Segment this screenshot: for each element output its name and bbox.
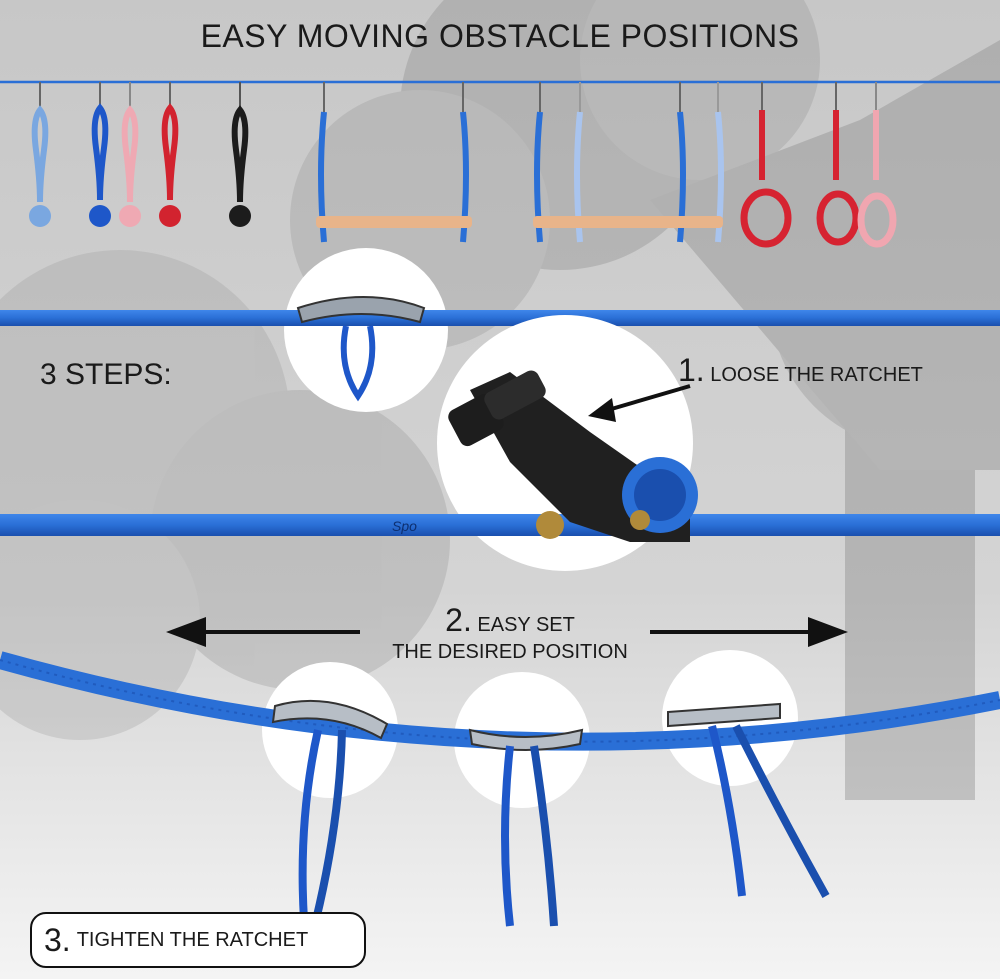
arrow-right-icon (650, 617, 848, 647)
step-2-text-line2: THE DESIRED POSITION (392, 641, 628, 663)
monkey-fist-blue (89, 82, 111, 227)
gym-ring-1 (740, 82, 792, 248)
page-title: EASY MOVING OBSTACLE POSITIONS (200, 18, 800, 54)
hanging-obstacles (29, 82, 897, 248)
pointer-arrow-icon (588, 384, 691, 422)
carabiner-loop-1 (296, 296, 426, 402)
monkey-fist-pink (119, 82, 141, 227)
monkey-fist-red (159, 82, 181, 227)
arrow-left-icon (166, 617, 360, 647)
detail-circle-loop (284, 248, 448, 412)
step-1-number: 1. (678, 352, 705, 388)
carabiner-loop-4 (667, 702, 830, 898)
monkey-fist-light-blue (29, 82, 51, 227)
step-3-text: TIGHTEN THE RATCHET (76, 928, 309, 951)
step-2-text-line1: EASY SET (477, 614, 575, 636)
slackline-strap-1 (0, 310, 1000, 326)
carabiner-loop-2 (271, 699, 389, 921)
carabiner-loop-3 (468, 728, 584, 927)
slackline-strap-2 (0, 514, 1000, 536)
steps-label: 3 STEPS: (40, 358, 172, 391)
step-2-line1: 2. EASY SET (360, 600, 660, 640)
step-3-label: 3. TIGHTEN THE RATCHET (30, 912, 366, 968)
monkey-fist-black (229, 82, 251, 227)
step-1-text: LOOSE THE RATCHET (710, 364, 923, 386)
ratchet-icon (448, 370, 698, 542)
step-1-label: 1. LOOSE THE RATCHET (678, 352, 923, 389)
gym-ring-3 (857, 82, 897, 248)
step-3-number: 3. (44, 921, 71, 958)
step-2-number: 2. (445, 602, 472, 638)
wooden-bar-1 (316, 82, 472, 243)
strap-print: Spo (392, 518, 417, 534)
wooden-bar-2 (533, 82, 724, 243)
forest-background (0, 0, 1000, 800)
step-2-label: 2. EASY SET THE DESIRED POSITION (360, 600, 660, 665)
gym-ring-2 (816, 82, 860, 246)
